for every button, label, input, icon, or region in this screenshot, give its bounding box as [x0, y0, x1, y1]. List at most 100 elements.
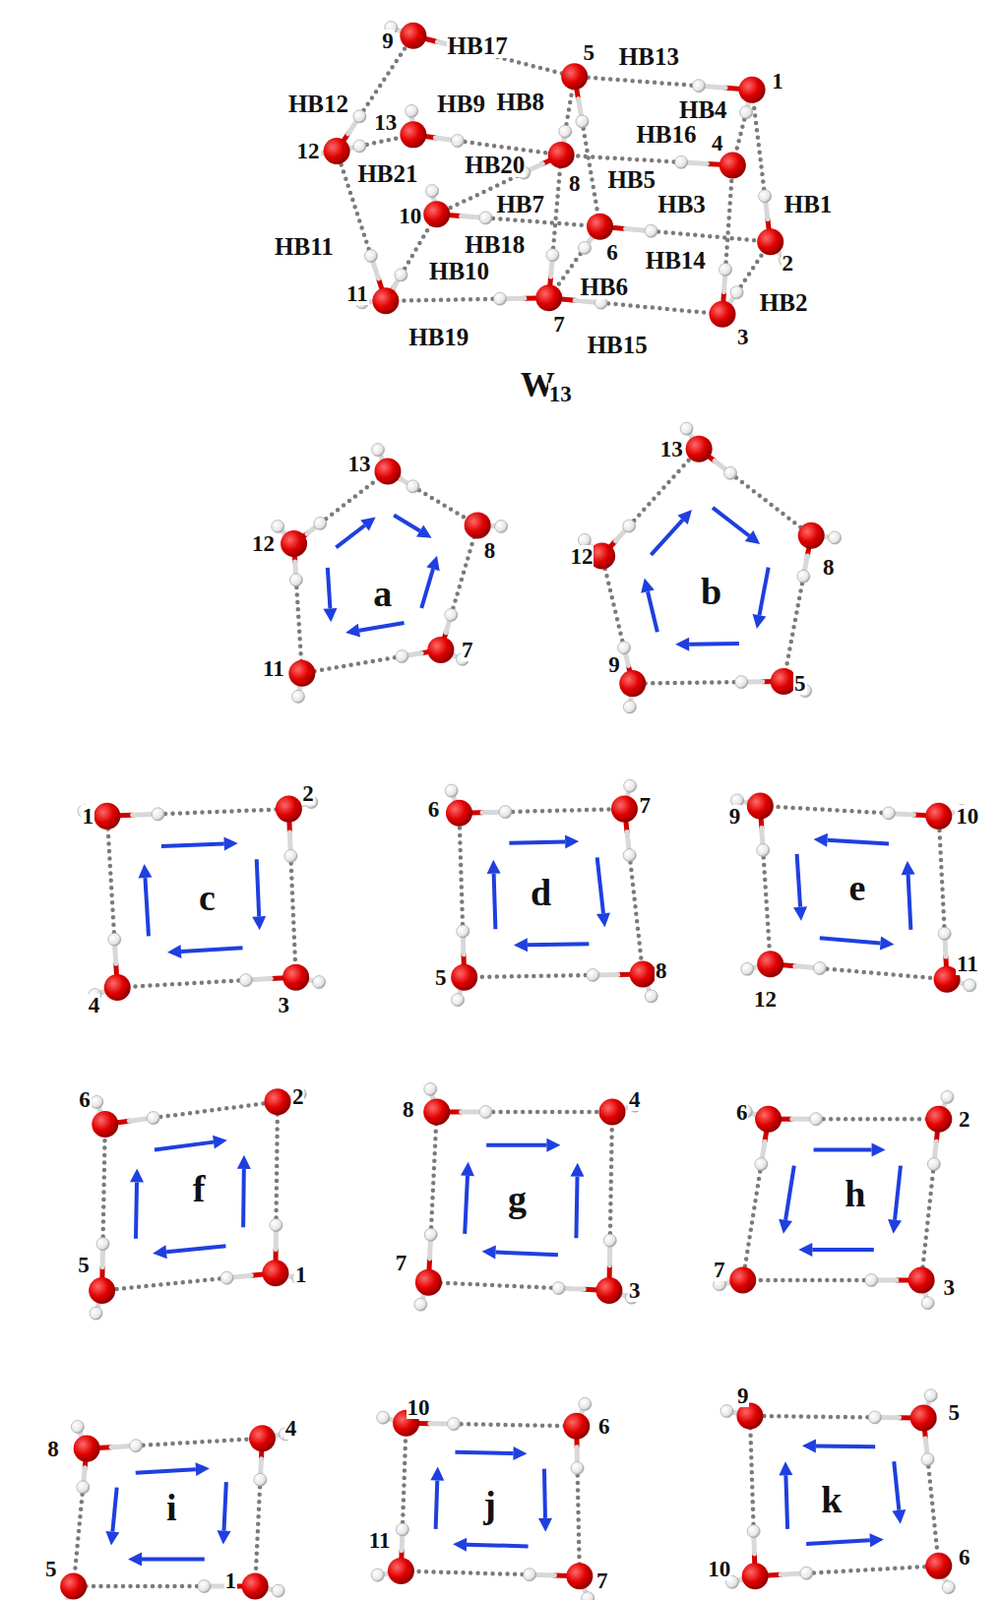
- direction-arrow: [241, 1169, 247, 1228]
- hydrogen-bond: [815, 1117, 939, 1123]
- hydrogen-bond: [759, 806, 889, 814]
- oxygen-atom: [742, 1563, 769, 1590]
- oxygen-atom: [423, 1099, 450, 1127]
- arrow-head: [152, 1245, 168, 1259]
- arrow-head: [426, 556, 439, 571]
- arrow-head: [802, 1438, 816, 1453]
- hydrogen-atom: [353, 110, 367, 124]
- oxygen-atom: [288, 660, 315, 688]
- hydrogen-bond: [577, 1468, 580, 1577]
- direction-arrow: [806, 1540, 871, 1545]
- hydrogen-atom: [691, 79, 705, 93]
- hydrogen-atom: [735, 676, 749, 689]
- atom-number: 7: [460, 638, 475, 662]
- atom-number: 5: [793, 672, 808, 695]
- hydrogen-atom: [444, 784, 458, 798]
- hydrogen-bond: [938, 815, 945, 934]
- atom-number: 4: [710, 131, 725, 155]
- atom-number: 2: [291, 1085, 306, 1109]
- hydrogen-atom: [499, 806, 512, 819]
- oxygen-atom: [275, 796, 303, 823]
- oxygen-atom: [372, 287, 399, 314]
- atom-number: 2: [957, 1108, 972, 1131]
- atom-number: 6: [77, 1088, 92, 1112]
- hydrogen-atom: [479, 1106, 493, 1120]
- direction-arrow: [161, 844, 225, 848]
- hydrogen-atom: [927, 1158, 940, 1172]
- atom-number: 1: [80, 805, 95, 828]
- arrow-head: [570, 1163, 585, 1178]
- hydrogen-atom: [424, 1082, 438, 1096]
- arrow-head: [452, 1538, 467, 1553]
- atom-number: 6: [957, 1546, 972, 1569]
- hb-label: HB9: [436, 91, 487, 117]
- hb-label: HB17: [446, 33, 509, 59]
- arrow-head: [237, 1155, 251, 1170]
- hydrogen-atom: [495, 520, 508, 534]
- atom-number: 12: [568, 545, 594, 568]
- direction-arrow: [327, 567, 331, 610]
- ring-letter: k: [819, 1481, 843, 1519]
- direction-arrow: [797, 854, 801, 908]
- ring-letter: f: [191, 1170, 207, 1208]
- hydrogen-atom: [151, 808, 165, 821]
- oxygen-atom: [415, 1269, 442, 1297]
- hydrogen-atom: [623, 700, 636, 714]
- hydrogen-atom: [70, 1420, 84, 1434]
- arrow-head: [869, 1533, 883, 1548]
- atom-layer: [57, 21, 977, 1600]
- hydrogen-bond: [103, 1124, 106, 1245]
- oxygen-atom: [280, 530, 308, 558]
- hydrogen-atom: [271, 1584, 285, 1598]
- hydrogen-atom: [754, 1158, 768, 1172]
- hydrogen-atom: [546, 249, 560, 262]
- hydrogen-atom: [220, 1271, 234, 1285]
- hydrogen-atom: [76, 1481, 90, 1495]
- oxygen-atom: [423, 200, 450, 228]
- arrow-head: [798, 1243, 813, 1257]
- oxygen-atom: [427, 636, 454, 664]
- oxygen-atom: [925, 1106, 952, 1133]
- arrow-head: [105, 1531, 120, 1547]
- direction-arrow: [112, 1488, 117, 1533]
- oxygen-atom: [399, 22, 427, 50]
- direction-arrow: [688, 641, 740, 647]
- direction-arrow: [647, 591, 658, 632]
- oxygen-atom: [387, 1558, 415, 1585]
- direction-arrow: [421, 568, 434, 609]
- hydrogen-atom: [940, 1090, 954, 1104]
- atom-number: 13: [346, 452, 372, 476]
- direction-arrow: [181, 947, 244, 952]
- hydrogen-atom: [865, 1274, 878, 1288]
- arrow-head: [872, 1142, 886, 1157]
- atom-number: 8: [821, 556, 836, 579]
- hydrogen-bond: [601, 303, 723, 315]
- arrow-head: [137, 864, 152, 878]
- atom-number: 10: [954, 805, 980, 828]
- atom-number: 5: [947, 1401, 962, 1425]
- arrow-head: [813, 833, 828, 848]
- hydrogen-atom: [146, 1112, 160, 1126]
- hydrogen-atom: [269, 1219, 283, 1233]
- arrow-head: [564, 834, 579, 849]
- hydrogen-bond: [632, 682, 742, 684]
- atom-number: 12: [296, 139, 321, 163]
- hydrogen-atom: [724, 466, 738, 480]
- oxygen-atom: [619, 670, 646, 697]
- atom-number: 10: [397, 204, 423, 228]
- hydrogen-atom: [456, 925, 470, 939]
- hb-label: HB11: [273, 234, 335, 259]
- cluster-subscript: 13: [548, 382, 573, 406]
- hydrogen-bond: [750, 1416, 754, 1532]
- hb-label: HB13: [618, 44, 681, 69]
- oxygen-atom: [756, 228, 784, 255]
- hydrogen-bond: [107, 815, 115, 939]
- oxygen-atom: [88, 1277, 116, 1305]
- hb-label: HB14: [644, 248, 707, 273]
- atom-number: 13: [659, 437, 685, 461]
- atom-number: 9: [736, 1384, 751, 1408]
- hb-label: HB16: [634, 122, 697, 147]
- direction-arrow: [335, 525, 365, 548]
- hydrogen-bond: [459, 813, 464, 932]
- arrow-head: [360, 516, 376, 531]
